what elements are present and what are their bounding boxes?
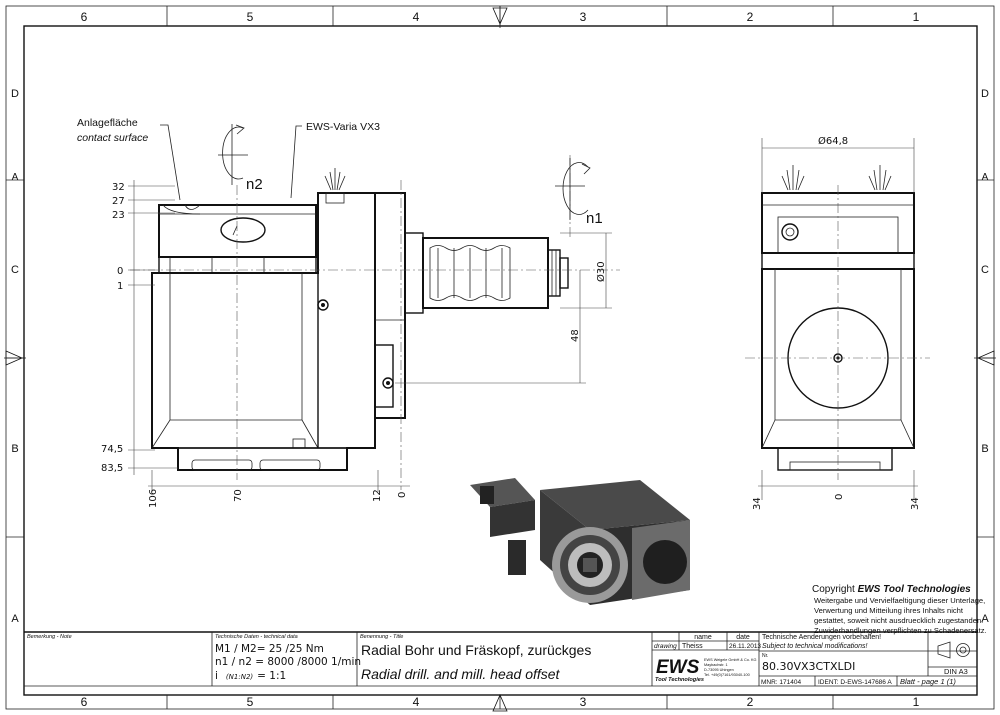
- company-line: Tel. +49(0)7161/93040-100: [704, 673, 750, 677]
- row-labels-left: D C B A: [11, 88, 19, 625]
- dim-1: 1: [117, 281, 123, 292]
- callout-product: EWS-Varia VX3: [306, 121, 380, 133]
- drawer-name: Theiss: [682, 643, 703, 650]
- projection-symbol: [937, 641, 951, 659]
- frame-center-arrows: [4, 6, 996, 712]
- company-line: Maybachstr. 1: [704, 663, 728, 667]
- col-label: 1: [913, 10, 920, 24]
- col-name: name: [694, 634, 712, 641]
- row-label: C: [981, 264, 989, 276]
- col-label: 4: [413, 10, 420, 24]
- isometric-product-render: [470, 478, 690, 605]
- col-label: 3: [580, 10, 587, 24]
- row-label-extra: A: [12, 172, 19, 183]
- spindle-shaft: [422, 237, 549, 309]
- side-view: [151, 168, 569, 471]
- nr-label: Nr.: [762, 653, 768, 659]
- col-label: 6: [81, 695, 88, 709]
- row-label: B: [11, 443, 18, 455]
- col-label: 3: [580, 695, 587, 709]
- ews-logo-sub: Tool Technologies: [655, 677, 704, 683]
- title-en: Radial drill. and mill. head offset: [361, 666, 561, 682]
- side-plate: [374, 192, 406, 419]
- dims-spindle: [395, 232, 612, 384]
- dims-bottom: [148, 470, 410, 492]
- rotation-symbol-n1: [555, 158, 591, 220]
- dim-0-right: 0: [834, 494, 845, 500]
- din-format: DIN A3: [944, 667, 968, 676]
- row-label: A: [981, 613, 989, 625]
- dim-diam64-8: Ø64,8: [818, 135, 848, 147]
- copyright-line: Weitergabe und Vervielfaeltigung dieser …: [814, 596, 985, 605]
- column-labels-bottom: 6 5 4 3 2 1: [81, 695, 920, 709]
- bolt-hole: [317, 299, 329, 311]
- drawing-date: 26.11.2013: [729, 643, 761, 650]
- dim-34-left: 34: [752, 497, 763, 510]
- designation-label: Benennung - Title: [360, 634, 403, 640]
- dim-32: 32: [112, 182, 125, 193]
- spindle-label-n2: n2: [246, 176, 263, 193]
- callout-contact-en: contact surface: [77, 132, 148, 144]
- col-label: 5: [247, 695, 254, 709]
- row-label: A: [11, 613, 19, 625]
- dim-0-left: 0: [117, 266, 123, 277]
- clamp-slot: [220, 217, 266, 243]
- col-label: 5: [247, 10, 254, 24]
- callout-contact-de: Anlagefläche: [77, 117, 138, 129]
- bolt-hole: [382, 377, 394, 389]
- tech-torque: M1 / M2= 25 /25 Nm: [215, 643, 324, 655]
- ident: IDENT: D-EWS-147686 A: [818, 679, 892, 686]
- dims-left: [128, 180, 178, 475]
- note-label: Bemerkung - Note: [27, 634, 72, 640]
- row-label: C: [11, 264, 19, 276]
- copyright-line: Verwertung und Mitteilung ihres Inhalts …: [814, 606, 964, 615]
- sheet-inner-border: [23, 25, 978, 696]
- dim-23: 23: [112, 210, 125, 221]
- row-label-extra: A: [982, 172, 989, 183]
- changes-en: Subject to technical modifications!: [762, 643, 867, 650]
- title-de: Radial Bohr und Fräskopf, zurückges: [361, 642, 591, 658]
- tech-speed: n1 / n2 = 8000 /8000 1/min: [215, 656, 361, 668]
- dim-83-5: 83,5: [101, 463, 123, 474]
- mnr: MNR: 171404: [761, 679, 801, 686]
- tech-data-label: Technische Daten - technical data: [215, 634, 298, 640]
- dim-27: 27: [112, 196, 125, 207]
- dim-diam30: Ø30: [595, 261, 607, 282]
- col-label: 6: [81, 10, 88, 24]
- dim-48: 48: [570, 329, 581, 342]
- column-labels-top: 6 5 4 3 2 1: [81, 10, 920, 24]
- changes-de: Technische Aenderungen vorbehalten!: [762, 634, 881, 641]
- row-drawing: drawing: [654, 643, 677, 650]
- row-label: D: [981, 88, 989, 100]
- col-label: 2: [747, 695, 754, 709]
- ews-logo: EWS: [656, 657, 700, 678]
- sheet-number: Blatt - page 1 (1): [900, 677, 956, 686]
- col-label: 2: [747, 10, 754, 24]
- front-view: [745, 138, 930, 500]
- row-labels-right: D C B A: [981, 88, 989, 625]
- spindle-label-n1: n1: [586, 210, 603, 227]
- copyright-line: gestattet, soweit nicht ausdruecklich zu…: [814, 616, 983, 625]
- rotation-symbol-n2: [218, 124, 248, 185]
- row-label: B: [981, 443, 988, 455]
- title-block: [24, 631, 977, 687]
- dim-74-5: 74,5: [101, 444, 123, 455]
- col-label: 4: [413, 695, 420, 709]
- company-line: EWS Weigele GmbH & Co. KG: [704, 658, 757, 662]
- col-label: 1: [913, 695, 920, 709]
- company-line: D-73095 Uhingen: [704, 668, 734, 672]
- col-date: date: [736, 634, 750, 641]
- dim-0-bottom: 0: [397, 492, 408, 498]
- dim-34-right: 34: [910, 497, 921, 510]
- part-number: 80.30VX3CTXLDI: [762, 660, 855, 673]
- copyright-line: Zuwiderhandlungen verpflichten zu Schade…: [814, 626, 987, 635]
- dim-106: 106: [148, 489, 159, 508]
- dim-12: 12: [372, 489, 383, 502]
- copyright-title: Copyright EWS Tool Technologies: [812, 584, 971, 595]
- dim-70: 70: [233, 489, 244, 502]
- row-label: D: [11, 88, 19, 100]
- tech-ratio: i(N1:N2)= 1:1: [215, 670, 286, 682]
